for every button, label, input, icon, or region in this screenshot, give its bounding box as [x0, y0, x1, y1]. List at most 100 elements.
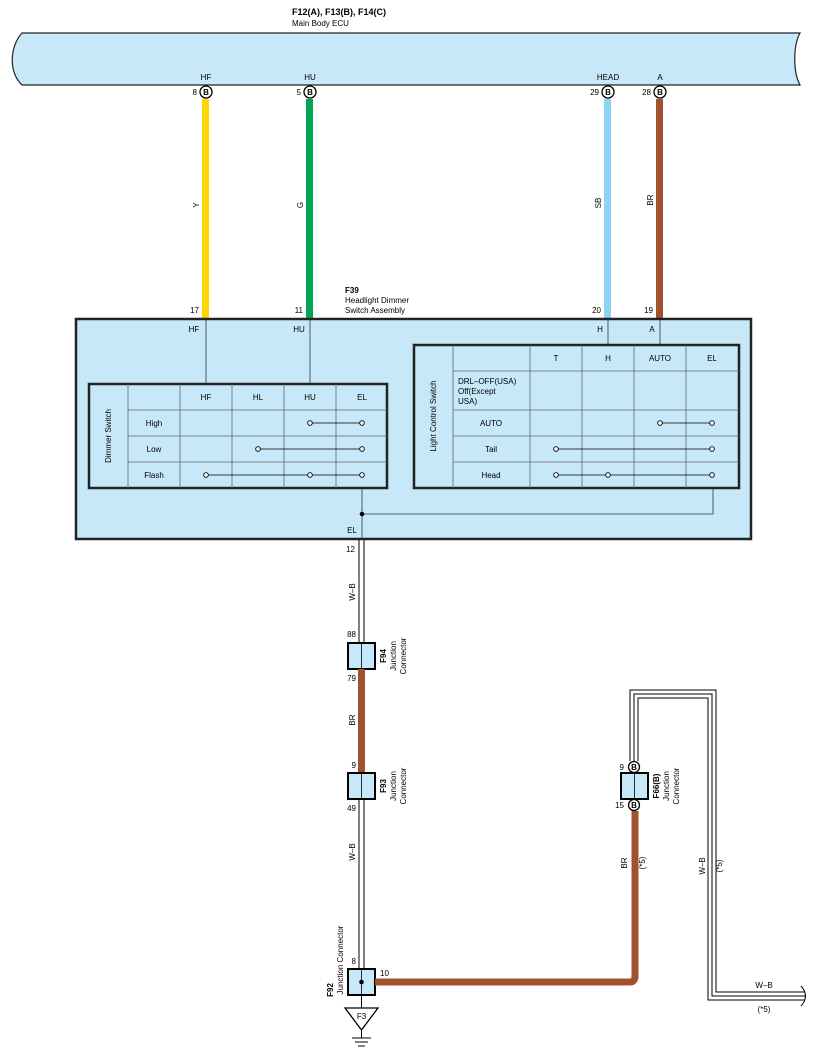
- light-row-auto: AUTO: [480, 419, 502, 428]
- pin-circle: [653, 85, 667, 99]
- ground-id: F3: [357, 1012, 367, 1021]
- pin-label: HF: [201, 73, 212, 82]
- f92-junction-dot: [359, 979, 364, 985]
- ecu-pin-hu: HU B 5: [297, 73, 317, 99]
- wire-wb-loop-inner: [637, 697, 805, 1001]
- continuity-node: [359, 420, 365, 426]
- assembly-name-1: Headlight Dimmer: [345, 296, 409, 305]
- f94-name-2: Connector: [399, 637, 408, 674]
- wire-g: [306, 99, 313, 319]
- continuity-node: [255, 446, 261, 452]
- pin-conn: B: [657, 88, 663, 97]
- ecu-pin-hf: HF B 8: [193, 73, 213, 99]
- wire-wb-2-label: W–B: [348, 843, 357, 860]
- continuity-node: [359, 446, 365, 452]
- light-col-h: H: [605, 354, 611, 363]
- wire-br-return: [375, 811, 639, 986]
- continuity-node: [359, 472, 365, 478]
- top-wires: Y G SB BR: [192, 99, 663, 319]
- pin-conn: B: [203, 88, 209, 97]
- pin-conn: B: [307, 88, 313, 97]
- f94-pin-top: 88: [347, 630, 356, 639]
- f66-bottom-conn: B: [631, 801, 637, 810]
- wire-wb-3-note: (*5): [715, 859, 724, 872]
- dimmer-col-el: EL: [357, 393, 367, 402]
- dimmer-col-hu: HU: [304, 393, 316, 402]
- lower-wiring: 12 W–B 88 79 F94 Junction Connector BR 9…: [326, 540, 806, 1047]
- wire-br: [656, 99, 663, 319]
- f92-pin-right: 10: [380, 969, 389, 978]
- light-row-off-l2: Off(Except: [458, 387, 496, 396]
- ecu-pin-head: HEAD B 29: [590, 73, 619, 99]
- pin-conn: B: [605, 88, 611, 97]
- assembly-pin-20: 20: [592, 306, 601, 315]
- pin-number: 29: [590, 88, 599, 97]
- wire-break-mark: [800, 985, 806, 1007]
- f94-name-1: Junction: [389, 641, 398, 671]
- dimmer-row-high: High: [146, 419, 162, 428]
- f92-id: F92: [326, 983, 335, 997]
- assembly-el-label: EL: [347, 526, 357, 535]
- ecu-name: Main Body ECU: [292, 19, 349, 28]
- wire-wb-3-label: W–B: [698, 857, 707, 874]
- light-col-el: EL: [707, 354, 717, 363]
- pin-label: HU: [304, 73, 316, 82]
- wire-code-g: G: [296, 202, 305, 208]
- wire-code-sb: SB: [594, 198, 603, 209]
- wire-wb-4-label: W–B: [755, 981, 772, 990]
- ground-triangle: [343, 1007, 380, 1032]
- pin-circle: [601, 85, 615, 99]
- continuity-node: [203, 472, 209, 478]
- continuity-node: [709, 420, 715, 426]
- ecu-pins: HF B 8 HU B 5 HEAD B 29 A B 28: [193, 73, 667, 99]
- wire-y: [202, 99, 209, 319]
- pin-label: HEAD: [597, 73, 619, 82]
- f66-id: F66(B): [652, 773, 661, 798]
- f94-id: F94: [379, 649, 388, 663]
- continuity-node: [605, 472, 611, 478]
- ecu-bar: [11, 32, 802, 86]
- f66-name-2: Connector: [672, 767, 681, 804]
- wire-br-2-note: (*5): [638, 856, 647, 869]
- wire-sb: [604, 99, 611, 319]
- assembly-pin-19: 19: [644, 306, 653, 315]
- light-col-auto: AUTO: [649, 354, 671, 363]
- wire-code-br: BR: [646, 194, 655, 205]
- continuity-node: [307, 420, 313, 426]
- assembly-name-2: Switch Assembly: [345, 306, 405, 315]
- assembly-pin-11: 11: [295, 306, 304, 315]
- el-pin-12: 12: [346, 545, 355, 554]
- f93-name-1: Junction: [389, 771, 398, 801]
- wire-wb-loop-outer: [629, 689, 805, 993]
- pin-label: A: [657, 73, 663, 82]
- dimmer-switch-table: Dimmer Switch HF HL HU EL High Low Flash: [87, 382, 389, 490]
- pin-number: 8: [193, 88, 198, 97]
- light-row-tail: Tail: [485, 445, 497, 454]
- f66-pin-bottom: 15: [615, 801, 624, 810]
- wire-wb-1-label: W–B: [348, 583, 357, 600]
- wire-br-1-label: BR: [348, 714, 357, 725]
- light-control-switch-table: Light Control Switch T H AUTO EL DRL–OFF…: [412, 343, 741, 490]
- f93-pin-top: 9: [352, 761, 357, 770]
- pin-number: 5: [297, 88, 302, 97]
- light-row-off-l3: USA): [458, 397, 477, 406]
- pin-circle: [199, 85, 213, 99]
- assembly-pin-17: 17: [190, 306, 199, 315]
- f66-bottom-pin-circle: [627, 798, 641, 812]
- wire-wb-loop-middle: [633, 693, 805, 997]
- assembly-label-a: A: [649, 325, 655, 334]
- junction-dot: [359, 511, 365, 517]
- assembly-label-hu: HU: [293, 325, 305, 334]
- continuity-node: [709, 472, 715, 478]
- main-body-ecu: F12(A), F13(B), F14(C) Main Body ECU: [11, 7, 802, 86]
- dimmer-col-hl: HL: [253, 393, 264, 402]
- f93-pin-bottom: 49: [347, 804, 356, 813]
- light-control-title: Light Control Switch: [429, 380, 438, 451]
- f92-name: Junction Connector: [336, 925, 345, 994]
- dimmer-col-hf: HF: [201, 393, 212, 402]
- assembly-label-h: H: [597, 325, 603, 334]
- dimmer-row-low: Low: [147, 445, 162, 454]
- wire-br-2-label: BR: [620, 857, 629, 868]
- light-table-frame: [412, 343, 741, 490]
